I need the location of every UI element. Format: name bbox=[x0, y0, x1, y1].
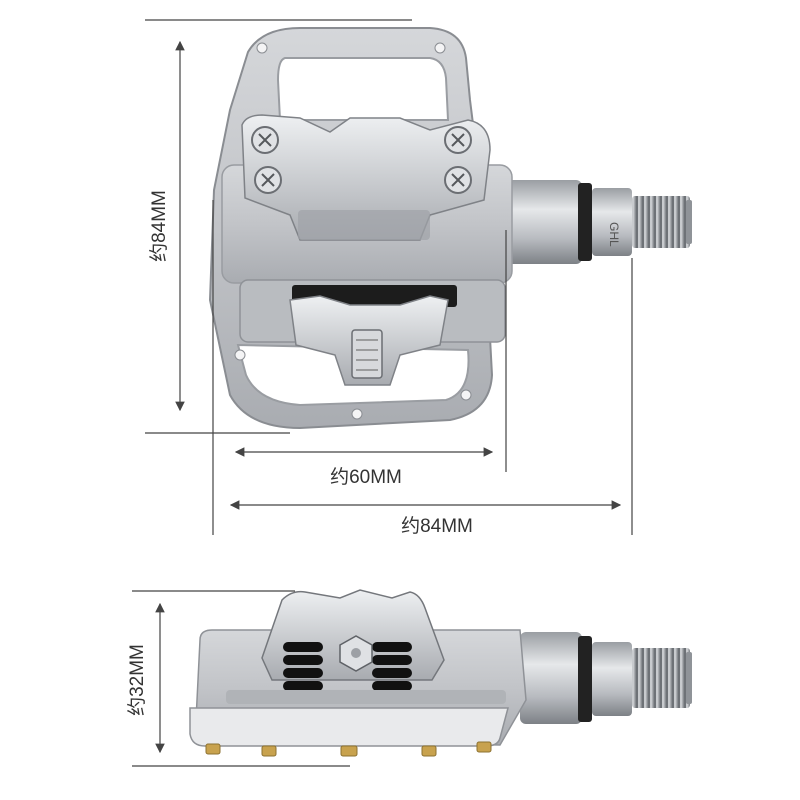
spring-icon bbox=[283, 642, 412, 691]
tension-screw-icon bbox=[351, 329, 383, 379]
bolt-icon bbox=[254, 166, 282, 194]
dim-label-total-width: 约84MM bbox=[401, 515, 473, 537]
cleat-clip-upper bbox=[241, 114, 491, 241]
cage-cutout-top bbox=[276, 57, 450, 121]
axle-marking: GHL bbox=[607, 222, 621, 247]
cage-plate-side bbox=[189, 707, 509, 747]
dim-label-top-height: 约84MM bbox=[148, 190, 170, 262]
dimension-lines-side bbox=[132, 590, 350, 767]
bolt-icon bbox=[444, 166, 472, 194]
dim-label-inner-width: 约60MM bbox=[330, 466, 402, 488]
dim-label-side-height: 约32MM bbox=[126, 644, 148, 716]
bolt-icon bbox=[339, 635, 373, 672]
bolt-icon bbox=[251, 126, 279, 154]
axle-top bbox=[500, 180, 692, 264]
pedal-top-view: GHL bbox=[208, 27, 692, 430]
pin-icon bbox=[205, 741, 492, 757]
dimension-lines-top bbox=[145, 19, 633, 535]
bolt-icon bbox=[444, 126, 472, 154]
pedal-side-view bbox=[189, 589, 692, 757]
